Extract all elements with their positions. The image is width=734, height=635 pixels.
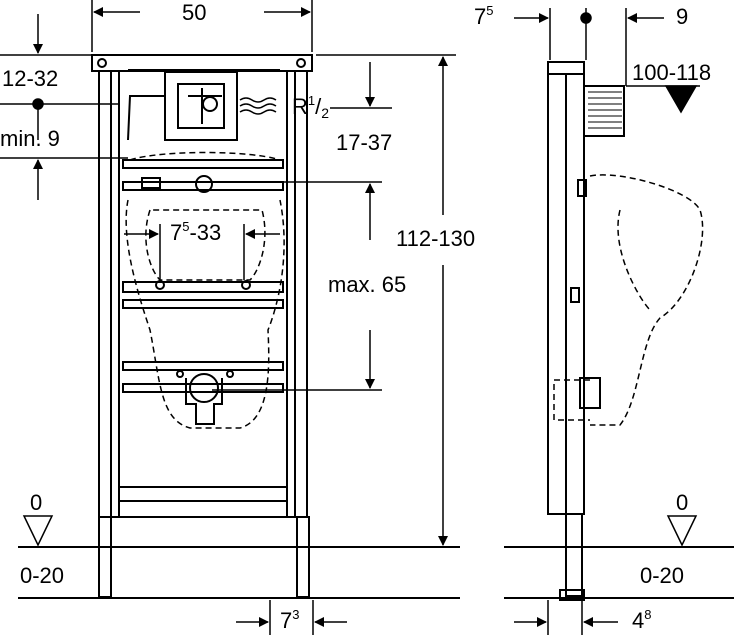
- inlet-spacing-sup: 5: [182, 219, 190, 234]
- side-bottom-sup: 8: [644, 607, 652, 622]
- front-dimensions: [0, 0, 460, 635]
- floor-range-front: 0-20: [20, 563, 65, 588]
- front-frame: [91, 54, 313, 598]
- inlet-spacing-rest: -33: [189, 220, 222, 245]
- side-frame: [547, 61, 625, 601]
- side-bottom-base: 4: [632, 608, 645, 633]
- side-top-left-sup: 5: [486, 3, 494, 18]
- side-bottom-label: 48: [632, 607, 652, 633]
- side-top-right-label: 9: [676, 4, 689, 29]
- max-height-label: max. 65: [328, 272, 407, 297]
- width-label: 50: [182, 0, 207, 25]
- inlet-spacing-base: 7: [170, 220, 183, 245]
- floor-zero-side: 0: [676, 490, 689, 515]
- thread-num: 1: [307, 93, 316, 108]
- floor-range-side: 0-20: [640, 563, 685, 588]
- side-top-left-label: 75: [474, 3, 494, 29]
- urinal-outline-front: [125, 151, 285, 429]
- side-dimensions: [504, 8, 734, 635]
- urinal-outline-side: [553, 174, 704, 426]
- connection-range-label: 17-37: [336, 130, 393, 155]
- inlet-spacing-label: 75-33: [170, 219, 222, 245]
- thread-prefix: R: [292, 94, 308, 119]
- foot-spacing-sup: 3: [292, 607, 300, 622]
- min-height-label: min. 9: [0, 126, 60, 151]
- thread-label: R1/2: [292, 93, 330, 121]
- height-range-label: 112-130: [396, 226, 476, 251]
- side-top-left-base: 7: [474, 4, 487, 29]
- thread-den: 2: [321, 105, 330, 121]
- top-offset-label: 12-32: [2, 66, 59, 91]
- foot-spacing-label: 73: [280, 607, 300, 633]
- foot-spacing-base: 7: [280, 608, 293, 633]
- depth-range-label: 100-118: [632, 60, 712, 85]
- floor-zero-front: 0: [30, 490, 43, 515]
